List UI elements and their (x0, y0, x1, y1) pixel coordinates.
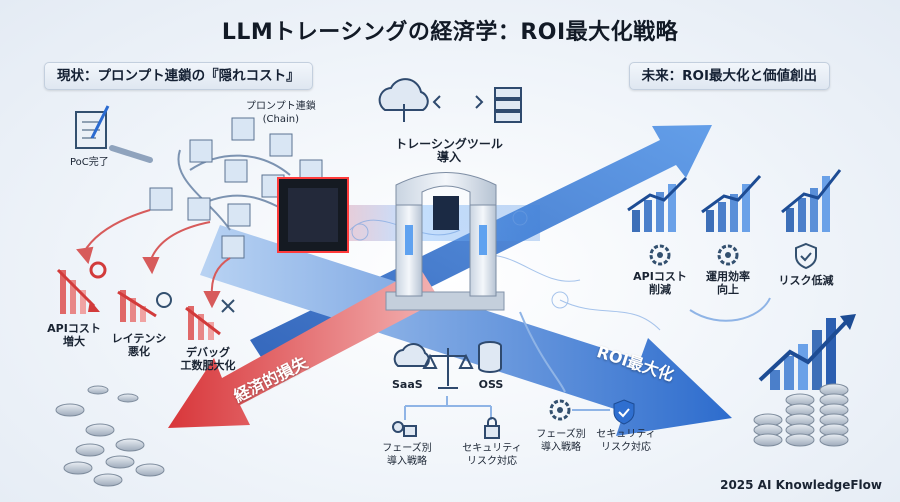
problem-label-latency: レイテンシ 悪化 (111, 332, 167, 358)
falling-coins (55, 385, 165, 487)
page-title: LLMトレーシングの経済学：ROI最大化戦略 (221, 20, 679, 45)
benefit-chart-2 (701, 174, 762, 232)
deploy-connectors (404, 311, 566, 420)
cloud-server-icon-group (378, 78, 522, 123)
latency-down-chart-icon (117, 290, 172, 322)
poc-label: PoC完了 (70, 157, 109, 168)
deploy-phase-label-left: フェーズ別 導入戦略 (382, 443, 432, 467)
deploy-security-label-right: セキュリティ リスク対応 (596, 429, 656, 453)
gear-icon (649, 244, 671, 266)
benefit-connector (689, 297, 771, 322)
benefit-label-efficiency: 運用効率 向上 (706, 270, 750, 296)
database-icon (478, 341, 502, 373)
shield-check-icon (795, 242, 817, 270)
benefit-label-api-cost: APIコスト 削減 (633, 270, 687, 296)
rising-coins-chart (753, 314, 856, 447)
scale-icon (422, 348, 474, 389)
bottleneck-box (277, 177, 349, 253)
deploy-security-label-left: セキュリティ リスク対応 (462, 443, 522, 467)
person-lock-icon (392, 421, 417, 437)
api-cost-up-chart-icon (56, 261, 107, 314)
gear-icon (717, 244, 739, 266)
deploy-phase-label-right: フェーズ別 導入戦略 (536, 429, 586, 453)
tracing-gate (385, 172, 505, 311)
saas-label: SaaS (392, 378, 423, 391)
lock-icon (484, 417, 500, 439)
cloud-icon (393, 343, 430, 367)
problem-label-api-cost: APIコスト 増大 (47, 322, 101, 348)
future-state-banner: 未来：ROI最大化と価値創出 (628, 62, 830, 90)
footer-credit: 2025 AI KnowledgeFlow (720, 478, 882, 492)
benefit-chart-1 (627, 176, 688, 232)
current-state-banner: 現状：プロンプト連鎖の『隠れコスト』 (44, 62, 313, 90)
problem-label-debug: デバッグ 工数肥大化 (180, 346, 236, 372)
problem-arrows (76, 209, 231, 309)
tracing-tool-label: トレーシングツール 導入 (395, 137, 503, 164)
oss-label: OSS (478, 378, 504, 391)
debug-effort-chart-icon (185, 299, 235, 340)
gear-icon (549, 399, 571, 421)
benefit-label-risk: リスク低減 (778, 274, 834, 287)
roi-arrow (200, 225, 732, 436)
benefit-chart-3 (781, 169, 842, 232)
loss-arrow (168, 268, 440, 428)
poc-document-icon (75, 105, 153, 163)
shield-check-icon (613, 399, 635, 425)
chain-label: プロンプト連鎖 (Chain) (246, 101, 316, 125)
